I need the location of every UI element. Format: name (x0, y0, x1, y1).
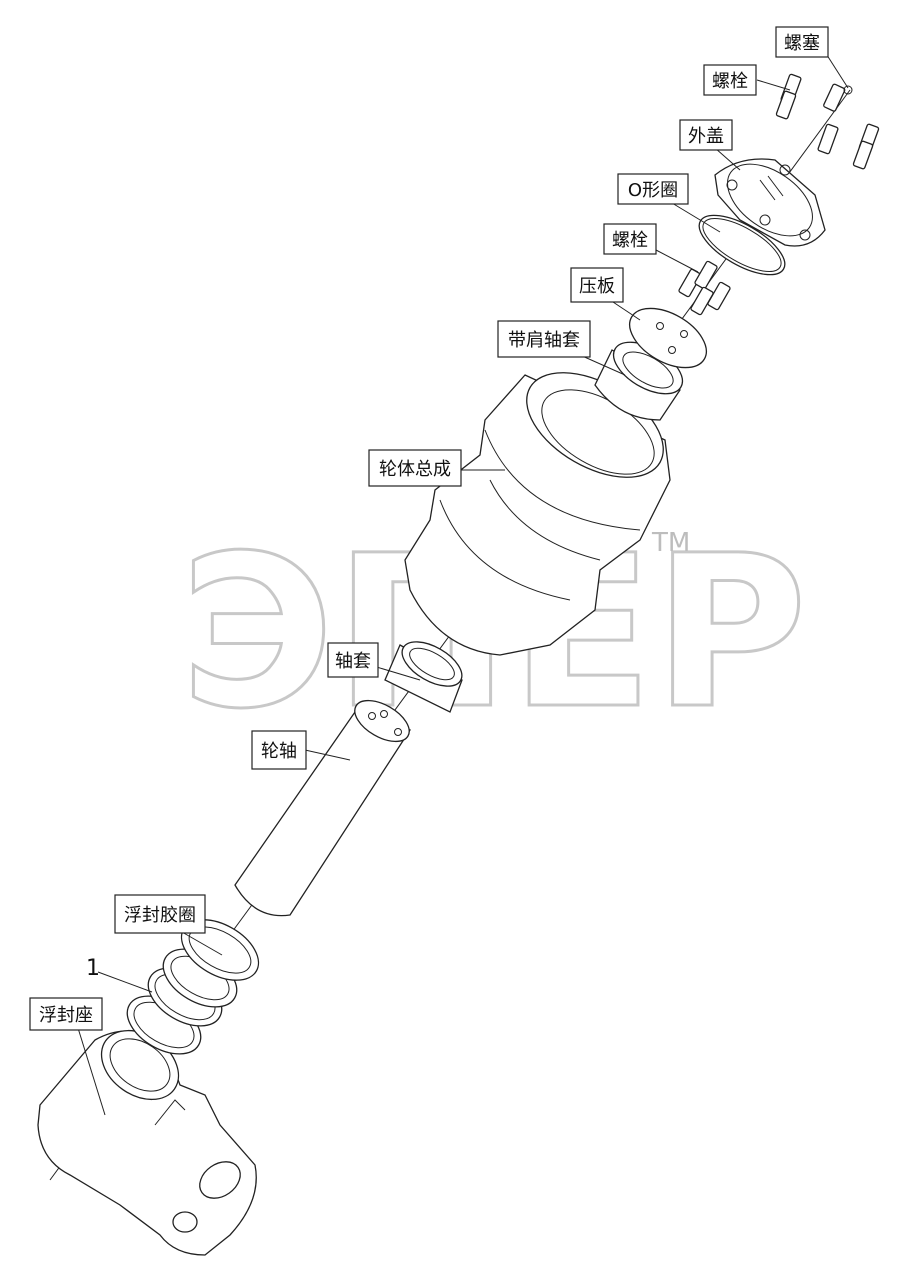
label-bolt-top-text: 螺栓 (712, 71, 748, 92)
label-item-number-text: 1 (86, 956, 100, 981)
label-wheel-body-assembly-text: 轮体总成 (379, 459, 451, 480)
label-plug-text: 螺塞 (784, 33, 820, 54)
label-item-number: 1 (86, 956, 100, 981)
wheel-shaft-part (234, 699, 412, 917)
plug-part (823, 83, 853, 112)
label-floating-seal-rubber-ring: 浮封胶圈 (114, 894, 206, 934)
label-floating-seal-seat: 浮封座 (29, 997, 103, 1031)
label-floating-seal-seat-text: 浮封座 (39, 1005, 93, 1026)
label-bolt-top: 螺栓 (703, 64, 757, 96)
label-bolt-mid-text: 螺栓 (612, 230, 648, 251)
press-plate-part (629, 307, 707, 369)
label-bolt-mid: 螺栓 (603, 223, 657, 255)
bushing-part (384, 641, 463, 713)
top-bolts-part (775, 73, 880, 170)
watermark-trademark: TM (651, 528, 690, 558)
label-floating-seal-rubber-ring-text: 浮封胶圈 (124, 905, 196, 926)
label-press-plate: 压板 (570, 267, 624, 303)
flanged-bushing-part (594, 341, 684, 421)
label-flanged-bushing: 带肩轴套 (497, 320, 591, 358)
label-plug: 螺塞 (775, 26, 829, 58)
middle-bolts-part (678, 260, 731, 316)
label-wheel-shaft: 轮轴 (251, 730, 307, 770)
label-o-ring: O形圈 (617, 173, 689, 205)
label-wheel-shaft-text: 轮轴 (261, 741, 297, 762)
label-wheel-body-assembly: 轮体总成 (368, 449, 462, 487)
label-bushing-text: 轴套 (335, 651, 371, 672)
floating-seal-seat-part (37, 1029, 257, 1256)
label-o-ring-text: O形圈 (628, 180, 678, 201)
outer-cover-part (714, 158, 826, 247)
label-outer-cover-text: 外盖 (688, 126, 724, 147)
label-press-plate-text: 压板 (579, 276, 615, 297)
label-bushing: 轴套 (327, 642, 379, 678)
label-flanged-bushing-text: 带肩轴套 (508, 330, 580, 351)
label-outer-cover: 外盖 (679, 119, 733, 151)
floating-seal-rings-part (126, 919, 260, 1055)
o-ring-part (698, 214, 786, 276)
